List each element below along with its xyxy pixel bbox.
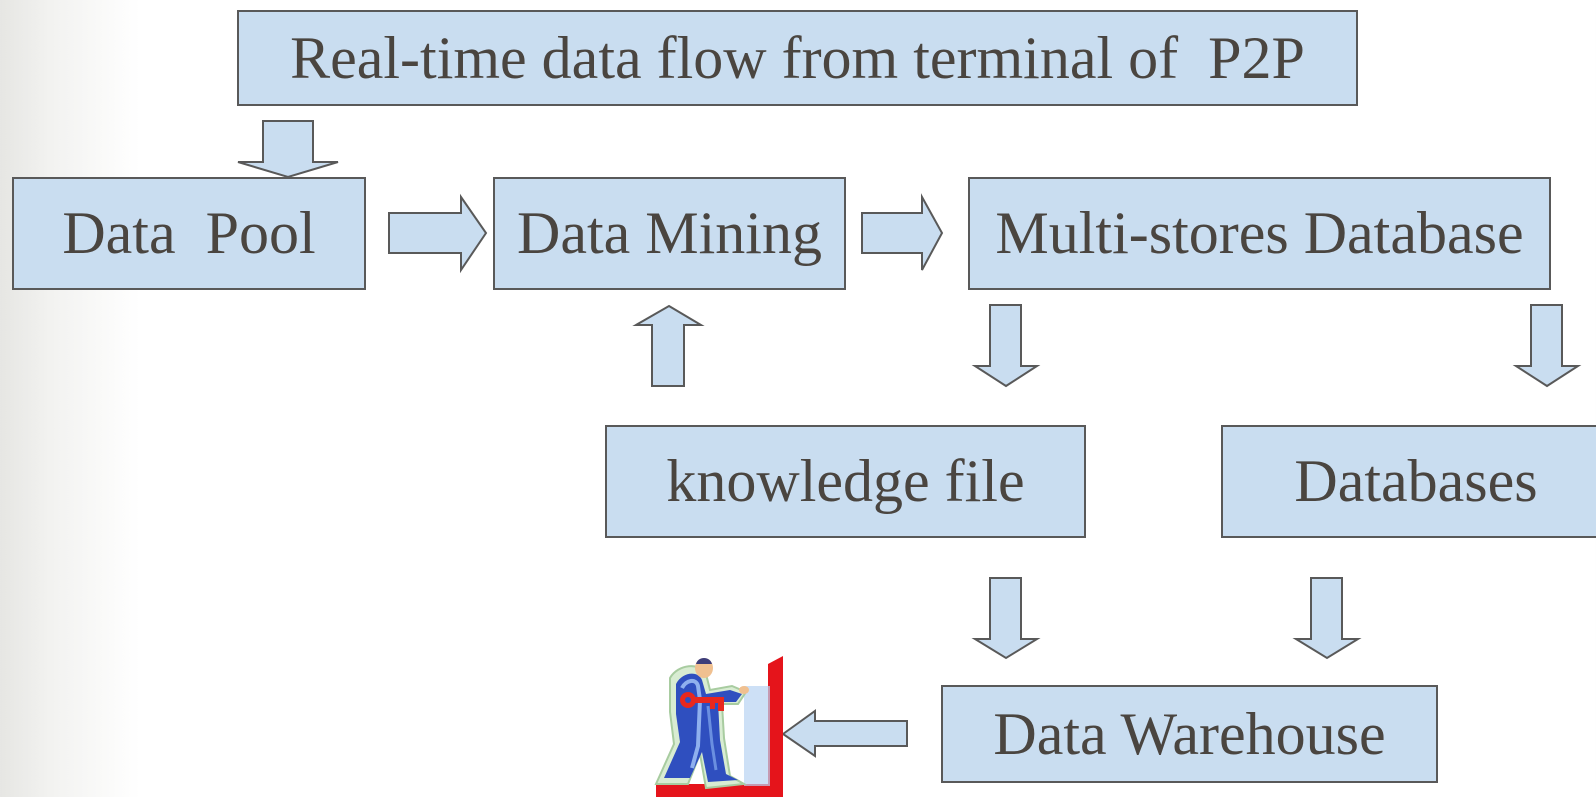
databases-label: Databases bbox=[1294, 448, 1538, 514]
data-mining-node: Data Mining bbox=[493, 177, 846, 290]
multi-store-database-node: Multi-stores Database bbox=[968, 177, 1551, 290]
knowledge-file-label: knowledge file bbox=[666, 448, 1025, 514]
person-with-key-opening-door-icon bbox=[654, 656, 783, 797]
arrow-mstore-to-databases bbox=[1512, 304, 1582, 388]
data-pool-label: Data Pool bbox=[62, 200, 316, 266]
arrow-knowledge-to-warehouse bbox=[971, 577, 1041, 660]
knowledge-file-node: knowledge file bbox=[605, 425, 1086, 538]
arrow-mstore-to-knowledge bbox=[971, 304, 1041, 388]
data-pool-node: Data Pool bbox=[12, 177, 366, 290]
arrow-warehouse-to-figure bbox=[781, 709, 908, 758]
data-warehouse-label: Data Warehouse bbox=[993, 700, 1386, 767]
arrow-title-to-pool bbox=[237, 120, 339, 179]
arrow-mining-to-mstore bbox=[861, 193, 944, 271]
arrow-databases-to-warehouse bbox=[1292, 577, 1362, 660]
arrow-knowledge-to-mining bbox=[632, 304, 705, 387]
title-box: Real-time data flow from terminal of P2P bbox=[237, 10, 1358, 106]
databases-node: Databases bbox=[1221, 425, 1596, 538]
data-mining-label: Data Mining bbox=[517, 200, 822, 266]
title-text: Real-time data flow from terminal of P2P bbox=[290, 24, 1305, 91]
arrow-pool-to-mining bbox=[388, 193, 488, 274]
data-warehouse-node: Data Warehouse bbox=[941, 685, 1438, 783]
multi-store-database-label: Multi-stores Database bbox=[995, 200, 1524, 266]
